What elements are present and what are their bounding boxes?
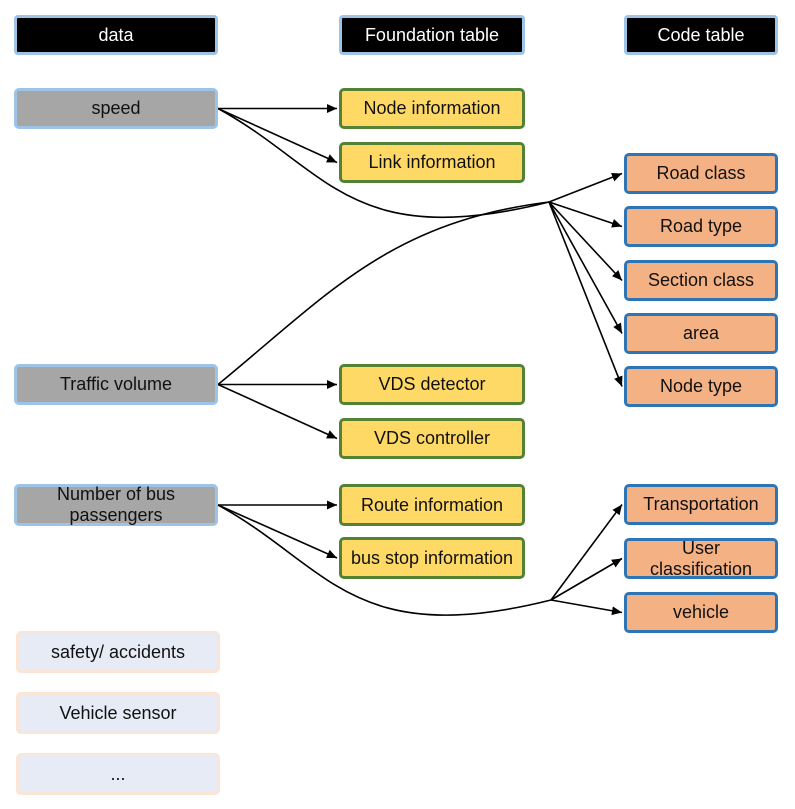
connector-speed-to-link_info	[217, 107, 338, 164]
code-node-type: Node type	[624, 366, 778, 407]
connector-hub1-to-road_type	[548, 201, 623, 228]
header-foundation-table: Foundation table	[339, 15, 525, 55]
connector-hub1-to-road_class	[548, 172, 623, 203]
data-node-safety-accidents: safety/ accidents	[16, 631, 220, 673]
data-node-vehicle-sensor: Vehicle sensor	[16, 692, 220, 734]
foundation-link-information: Link information	[339, 142, 525, 183]
header-data: data	[14, 15, 218, 55]
connector-hub2-to-user_class	[550, 557, 623, 601]
code-vehicle: vehicle	[624, 592, 778, 633]
header-code-table: Code table	[624, 15, 778, 55]
foundation-bus-stop-information: bus stop information	[339, 537, 525, 579]
connector-hub1-to-node_type	[548, 201, 623, 387]
connector-hub1-to-area	[548, 201, 623, 334]
connector-hub1-to-section_class	[548, 201, 623, 282]
code-road-type: Road type	[624, 206, 778, 247]
connector-traffic-to-hub	[217, 201, 550, 386]
foundation-vds-detector: VDS detector	[339, 364, 525, 405]
code-user-classification: User classification	[624, 538, 778, 579]
connector-bus-to-busstop_info	[217, 504, 338, 559]
connector-bus-trunk	[217, 504, 552, 616]
foundation-vds-controller: VDS controller	[339, 418, 525, 459]
foundation-node-information: Node information	[339, 88, 525, 129]
data-node-more: ...	[16, 753, 220, 795]
connector-hub2-to-vehicle	[550, 599, 623, 616]
data-node-speed: speed	[14, 88, 218, 129]
code-transportation: Transportation	[624, 484, 778, 525]
connector-speed-trunk	[217, 107, 550, 218]
code-area: area	[624, 313, 778, 354]
data-node-traffic-volume: Traffic volume	[14, 364, 218, 405]
foundation-route-information: Route information	[339, 484, 525, 526]
connector-hub2-to-transportation	[550, 504, 623, 601]
code-road-class: Road class	[624, 153, 778, 194]
data-node-bus-passengers: Number of bus passengers	[14, 484, 218, 526]
connector-traffic-to-vds_ctrl	[217, 383, 338, 440]
code-section-class: Section class	[624, 260, 778, 301]
